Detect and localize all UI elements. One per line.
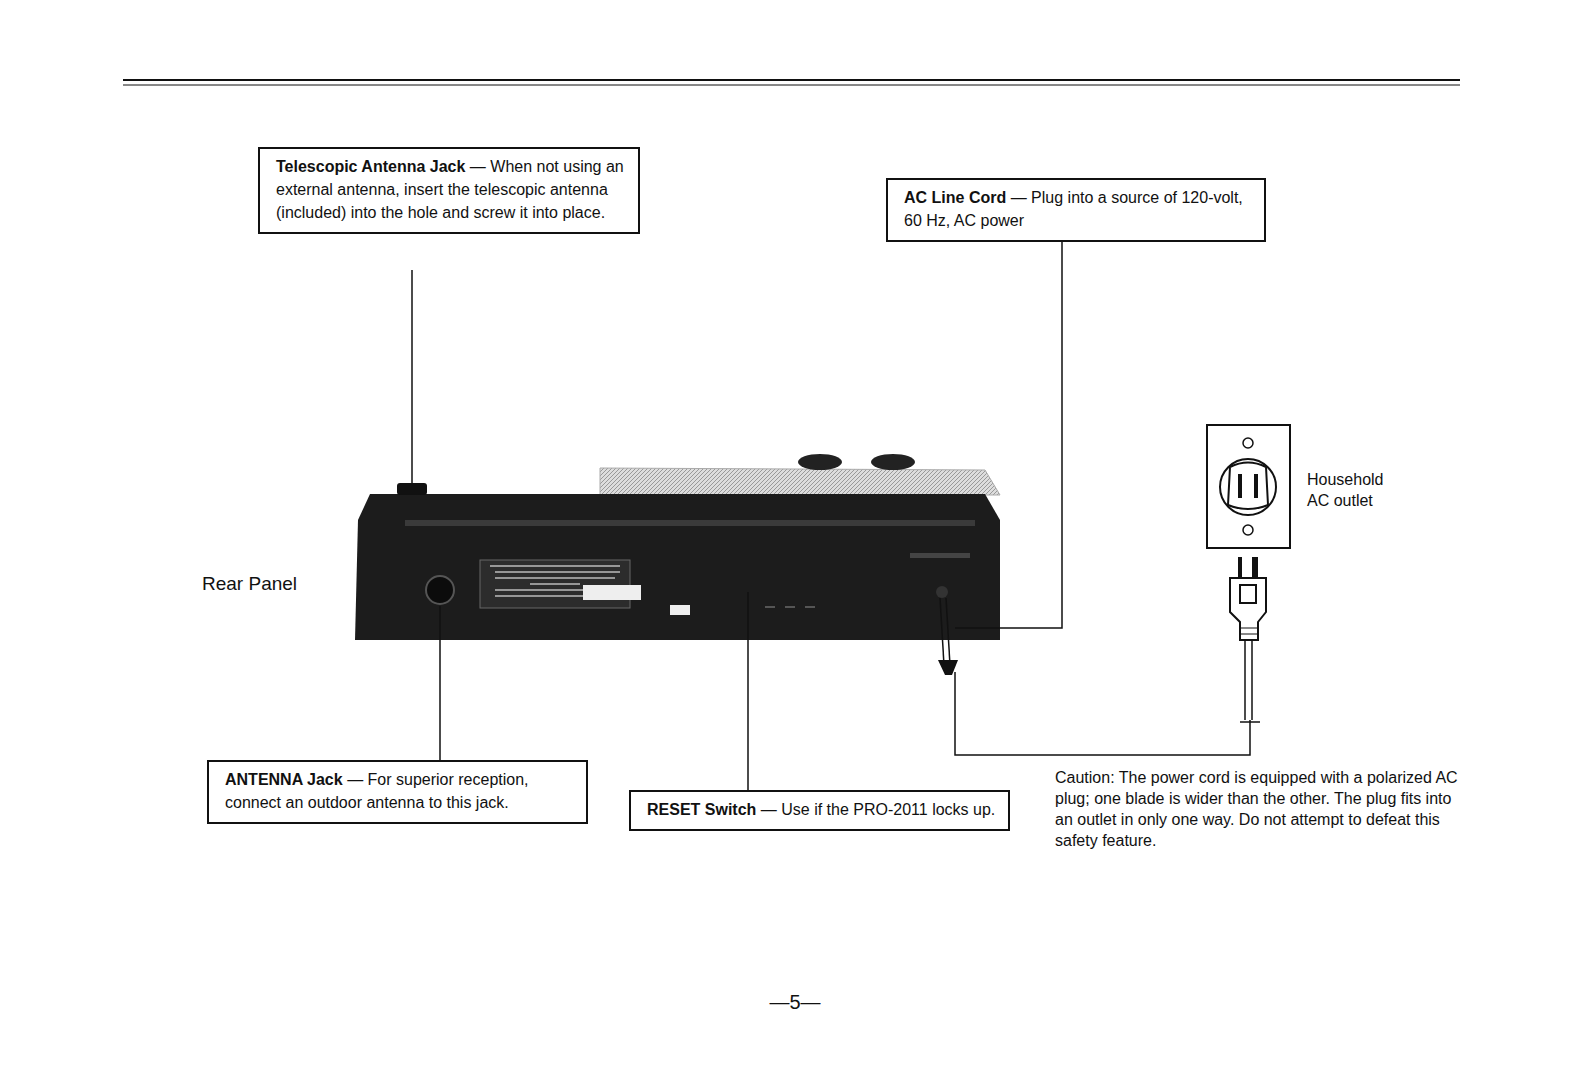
callout-heading: Telescopic Antenna Jack bbox=[276, 158, 465, 175]
page-number: —5— bbox=[760, 992, 830, 1013]
callout-box: ANTENNA Jack — For superior reception, c… bbox=[207, 760, 588, 824]
annotation-label: Caution: The power cord is equipped with… bbox=[1055, 767, 1465, 851]
callout-heading: RESET Switch bbox=[647, 801, 756, 818]
callout-box: AC Line Cord — Plug into a source of 120… bbox=[886, 178, 1266, 242]
callout-box: RESET Switch — Use if the PRO-2011 locks… bbox=[629, 790, 1010, 831]
annotation-label: Household AC outlet bbox=[1307, 469, 1407, 511]
callout-heading: AC Line Cord bbox=[904, 189, 1006, 206]
callout-box: Telescopic Antenna Jack — When not using… bbox=[258, 147, 640, 234]
callout-text: — Use if the PRO-2011 locks up. bbox=[761, 801, 995, 818]
annotation-label: Rear Panel bbox=[202, 573, 362, 594]
callout-heading: ANTENNA Jack bbox=[225, 771, 343, 788]
